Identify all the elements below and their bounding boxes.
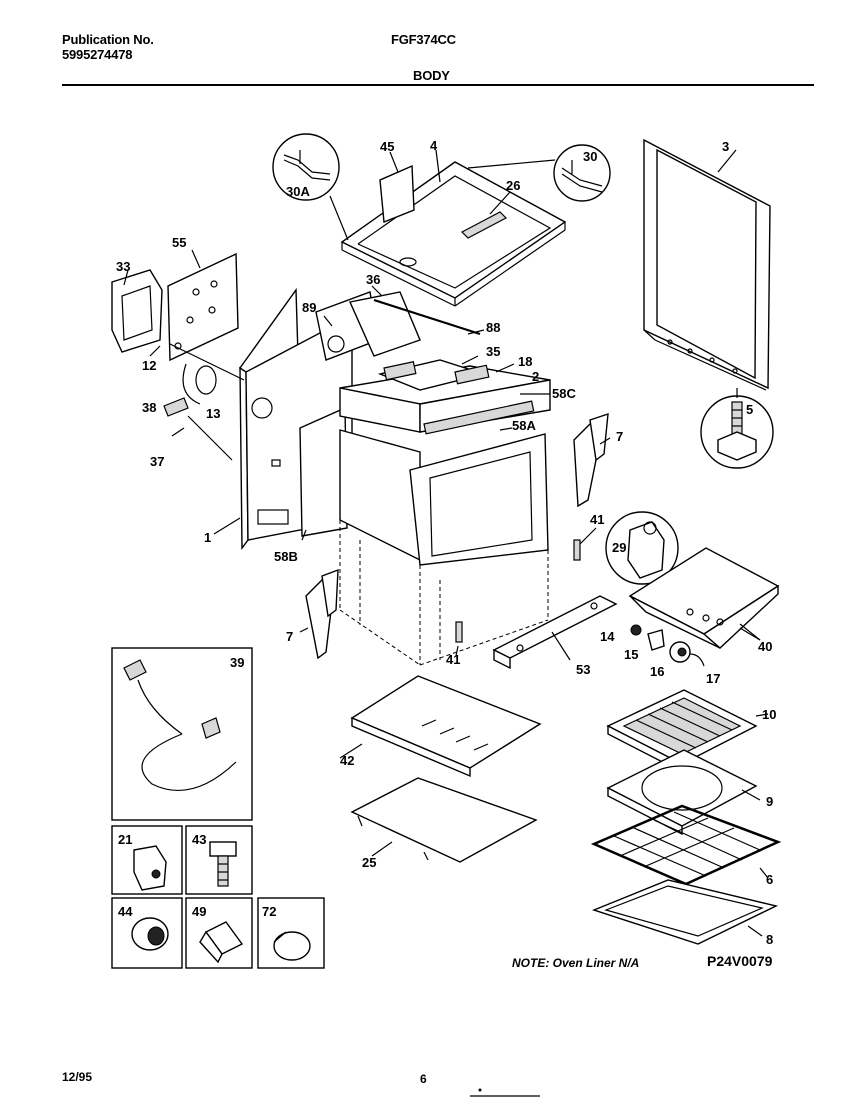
callout-18: 18 bbox=[518, 354, 532, 369]
header-rule bbox=[62, 84, 814, 86]
drawing-code: P24V0079 bbox=[707, 953, 773, 969]
part-7-hinge-upper bbox=[573, 412, 611, 508]
callout-38: 38 bbox=[142, 400, 156, 415]
callout-58b: 58B bbox=[274, 549, 298, 564]
part-5-leveling-leg bbox=[700, 388, 774, 469]
part-30a-bracket-detail bbox=[272, 133, 349, 241]
callout-2: 2 bbox=[532, 369, 539, 384]
part-29-latch-detail bbox=[605, 511, 679, 585]
callout-21: 21 bbox=[118, 832, 132, 847]
callout-43: 43 bbox=[192, 832, 206, 847]
inset-43-screw bbox=[185, 825, 253, 895]
part-30-bracket-detail bbox=[467, 144, 611, 202]
callout-12: 12 bbox=[142, 358, 156, 373]
part-40-broiler-pan bbox=[628, 547, 780, 649]
callout-13: 13 bbox=[206, 406, 220, 421]
inset-72-bulb bbox=[257, 897, 325, 969]
part-2-burner-box bbox=[377, 355, 515, 391]
callout-26: 26 bbox=[506, 178, 520, 193]
callout-5: 5 bbox=[746, 402, 753, 417]
callout-40: 40 bbox=[758, 639, 772, 654]
callout-15: 15 bbox=[624, 647, 638, 662]
callout-55: 55 bbox=[172, 235, 186, 250]
part-25-bottom-panel bbox=[350, 777, 538, 863]
callout-17: 17 bbox=[706, 671, 720, 686]
part-41-clip-lower bbox=[455, 621, 463, 657]
callout-7-upper: 7 bbox=[616, 429, 623, 444]
callout-36: 36 bbox=[366, 272, 380, 287]
callout-25: 25 bbox=[362, 855, 376, 870]
part-37-38-wire-harness bbox=[149, 343, 245, 461]
callout-49: 49 bbox=[192, 904, 206, 919]
part-88-89-burner bbox=[315, 285, 485, 361]
callout-8: 8 bbox=[766, 932, 773, 947]
callout-9: 9 bbox=[766, 794, 773, 809]
section-title: BODY bbox=[413, 68, 450, 83]
part-42-oven-bottom bbox=[339, 675, 542, 778]
callout-3: 3 bbox=[722, 139, 729, 154]
part-14-17-valve-knob bbox=[630, 624, 705, 667]
callout-37: 37 bbox=[150, 454, 164, 469]
part-6-oven-rack bbox=[590, 804, 782, 886]
callout-58c: 58C bbox=[552, 386, 576, 401]
callout-30: 30 bbox=[583, 149, 597, 164]
part-53-front-rail bbox=[492, 595, 618, 670]
callout-39: 39 bbox=[230, 655, 244, 670]
callout-33: 33 bbox=[116, 259, 130, 274]
part-8-bottom-tray bbox=[591, 879, 779, 945]
callout-14: 14 bbox=[600, 629, 615, 644]
part-55-back-panel bbox=[167, 249, 239, 362]
callout-1: 1 bbox=[204, 530, 211, 545]
inset-21-connector bbox=[111, 825, 183, 895]
callout-45: 45 bbox=[380, 139, 394, 154]
callout-42: 42 bbox=[340, 753, 354, 768]
callout-16: 16 bbox=[650, 664, 664, 679]
oven-liner-note: NOTE: Oven Liner N/A bbox=[512, 956, 640, 970]
callout-53: 53 bbox=[576, 662, 590, 677]
footer-date: 12/95 bbox=[62, 1070, 93, 1084]
part-4-top-panel bbox=[340, 149, 567, 307]
callout-35: 35 bbox=[486, 344, 500, 359]
callout-4: 4 bbox=[430, 138, 438, 153]
callout-41-upper: 41 bbox=[590, 512, 604, 527]
callout-7-lower: 7 bbox=[286, 629, 293, 644]
callout-72: 72 bbox=[262, 904, 276, 919]
callout-41-lower: 41 bbox=[446, 652, 460, 667]
callout-29: 29 bbox=[612, 540, 626, 555]
part-41-clip-upper bbox=[573, 527, 597, 561]
model-number: FGF374CC bbox=[391, 32, 456, 47]
callout-89: 89 bbox=[302, 300, 316, 315]
inset-49-bracket bbox=[185, 897, 253, 969]
inset-39-power-cord bbox=[111, 647, 253, 821]
part-9-broiler-pan bbox=[606, 749, 758, 836]
publication-label: Publication No. bbox=[62, 32, 154, 47]
part-7-hinge-lower bbox=[299, 568, 339, 660]
callout-58a: 58A bbox=[512, 418, 536, 433]
callout-44: 44 bbox=[118, 904, 133, 919]
callout-30a: 30A bbox=[286, 184, 310, 199]
part-3-door-frame bbox=[643, 138, 771, 391]
part-33-bracket bbox=[111, 269, 163, 353]
oven-cavity bbox=[339, 365, 551, 666]
inset-44-knob bbox=[111, 897, 183, 969]
callout-10: 10 bbox=[762, 707, 776, 722]
callout-6: 6 bbox=[766, 872, 773, 887]
part-1-body-shell bbox=[213, 287, 353, 551]
callout-88: 88 bbox=[486, 320, 500, 335]
publication-number: 5995274478 bbox=[62, 47, 133, 62]
page-number: 6 bbox=[420, 1072, 427, 1086]
